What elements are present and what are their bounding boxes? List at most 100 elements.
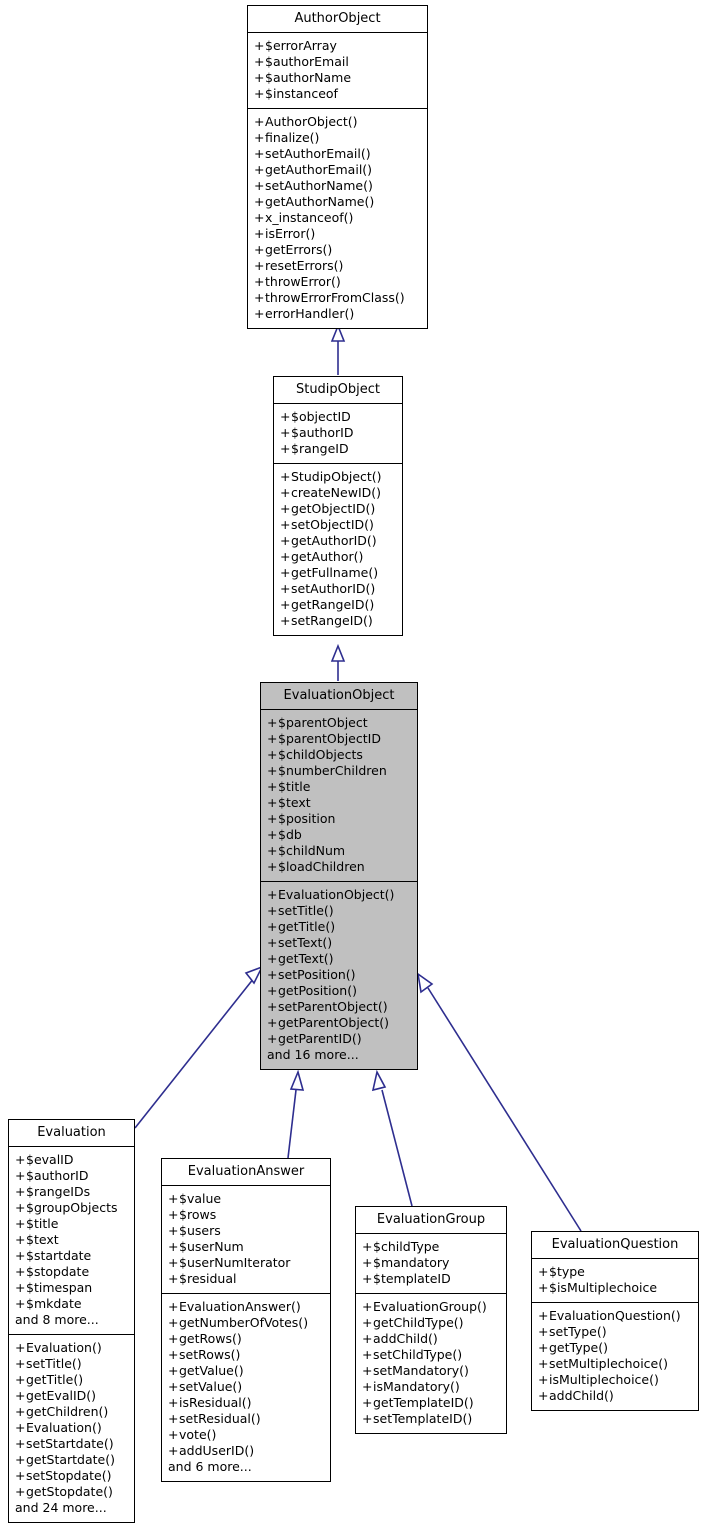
class-member: +$instanceof: [254, 86, 421, 102]
member-label: getChildren(): [26, 1404, 109, 1419]
visibility-marker: +: [15, 1152, 26, 1167]
class-member: +$parentObject: [267, 715, 411, 731]
visibility-marker: +: [254, 54, 265, 69]
class-member: +$authorName: [254, 70, 421, 86]
visibility-marker: +: [267, 983, 278, 998]
visibility-marker: +: [280, 581, 291, 596]
visibility-marker: +: [15, 1216, 26, 1231]
visibility-marker: +: [280, 533, 291, 548]
visibility-marker: +: [267, 763, 278, 778]
class-member: +$users: [168, 1223, 324, 1239]
class-member: +$evalID: [15, 1152, 128, 1168]
member-label: getTemplateID(): [373, 1395, 474, 1410]
member-label: $childObjects: [278, 747, 363, 762]
visibility-marker: +: [15, 1404, 26, 1419]
member-label: setRangeID(): [291, 613, 373, 628]
member-label: getRows(): [179, 1331, 242, 1346]
class-member: +Evaluation(): [15, 1420, 128, 1436]
visibility-marker: +: [254, 86, 265, 101]
visibility-marker: +: [15, 1200, 26, 1215]
member-label: $childNum: [278, 843, 346, 858]
class-member: +$mandatory: [362, 1255, 500, 1271]
class-member: +Evaluation(): [15, 1340, 128, 1356]
member-label: setMandatory(): [373, 1363, 469, 1378]
member-label: $errorArray: [265, 38, 337, 53]
visibility-marker: +: [15, 1356, 26, 1371]
visibility-marker: +: [15, 1388, 26, 1403]
visibility-marker: +: [267, 843, 278, 858]
class-member: +$title: [15, 1216, 128, 1232]
visibility-marker: +: [168, 1427, 179, 1442]
class-member: +getAuthorID(): [280, 533, 396, 549]
visibility-marker: +: [254, 306, 265, 321]
class-node-evaluationgroup[interactable]: EvaluationGroup +$childType+$mandatory+$…: [355, 1206, 507, 1434]
visibility-marker: +: [280, 565, 291, 580]
attributes-section-studipobject: +$objectID+$authorID+$rangeID: [274, 404, 402, 464]
visibility-marker: +: [538, 1324, 549, 1339]
member-label: addChild(): [373, 1331, 438, 1346]
visibility-marker: +: [15, 1340, 26, 1355]
member-label: $userNum: [179, 1239, 244, 1254]
member-label: $userNumIterator: [179, 1255, 291, 1270]
class-member: +$errorArray: [254, 38, 421, 54]
class-node-evaluation[interactable]: Evaluation +$evalID+$authorID+$rangeIDs+…: [8, 1119, 135, 1523]
class-member: +$title: [267, 779, 411, 795]
class-title-evaluation: Evaluation: [9, 1120, 134, 1147]
class-node-studipobject[interactable]: StudipObject +$objectID+$authorID+$range…: [273, 376, 403, 636]
class-member: +throwErrorFromClass(): [254, 290, 421, 306]
member-label: $parentObjectID: [278, 731, 381, 746]
visibility-marker: +: [267, 715, 278, 730]
class-member: +$parentObjectID: [267, 731, 411, 747]
visibility-marker: +: [362, 1363, 373, 1378]
member-label: StudipObject(): [291, 469, 382, 484]
class-node-evaluationanswer[interactable]: EvaluationAnswer +$value+$rows+$users+$u…: [161, 1158, 331, 1482]
class-member: +isMandatory(): [362, 1379, 500, 1395]
member-label: $groupObjects: [26, 1200, 118, 1215]
class-member: +$authorID: [15, 1168, 128, 1184]
visibility-marker: +: [280, 613, 291, 628]
class-node-evaluationquestion[interactable]: EvaluationQuestion +$type+$isMultiplecho…: [531, 1231, 699, 1411]
member-label: $type: [549, 1264, 585, 1279]
class-member: +setTitle(): [15, 1356, 128, 1372]
visibility-marker: +: [168, 1331, 179, 1346]
class-member: +$objectID: [280, 409, 396, 425]
member-label: $authorID: [291, 425, 354, 440]
class-member: +EvaluationAnswer(): [168, 1299, 324, 1315]
visibility-marker: +: [362, 1239, 373, 1254]
class-member: +setText(): [267, 935, 411, 951]
visibility-marker: +: [267, 811, 278, 826]
member-label: setObjectID(): [291, 517, 374, 532]
visibility-marker: +: [254, 162, 265, 177]
class-title-evaluationgroup: EvaluationGroup: [356, 1207, 506, 1234]
class-node-evaluationobject[interactable]: EvaluationObject +$parentObject+$parentO…: [260, 682, 418, 1070]
visibility-marker: +: [15, 1484, 26, 1499]
class-member: +getNumberOfVotes(): [168, 1315, 324, 1331]
class-member: +setResidual(): [168, 1411, 324, 1427]
class-member: +errorHandler(): [254, 306, 421, 322]
visibility-marker: +: [362, 1395, 373, 1410]
class-member: +addChild(): [538, 1388, 692, 1404]
visibility-marker: +: [168, 1347, 179, 1362]
class-member: +getType(): [538, 1340, 692, 1356]
member-label: $mandatory: [373, 1255, 450, 1270]
class-title-evaluationquestion: EvaluationQuestion: [532, 1232, 698, 1259]
member-label: $timespan: [26, 1280, 93, 1295]
class-member: +$value: [168, 1191, 324, 1207]
visibility-marker: +: [254, 130, 265, 145]
member-label: $db: [278, 827, 302, 842]
class-node-authorobject[interactable]: AuthorObject +$errorArray+$authorEmail+$…: [247, 5, 428, 329]
class-member: +getTitle(): [267, 919, 411, 935]
member-label: throwErrorFromClass(): [265, 290, 405, 305]
member-label: $rangeIDs: [26, 1184, 91, 1199]
member-label: setStopdate(): [26, 1468, 112, 1483]
class-member: +setTitle(): [267, 903, 411, 919]
class-member: +$childType: [362, 1239, 500, 1255]
visibility-marker: +: [15, 1264, 26, 1279]
member-label: $authorName: [265, 70, 352, 85]
member-label: $rows: [179, 1207, 217, 1222]
class-member: +$userNum: [168, 1239, 324, 1255]
more-members-label: and 24 more...: [15, 1500, 107, 1515]
class-member: +getText(): [267, 951, 411, 967]
class-member: +getStopdate(): [15, 1484, 128, 1500]
